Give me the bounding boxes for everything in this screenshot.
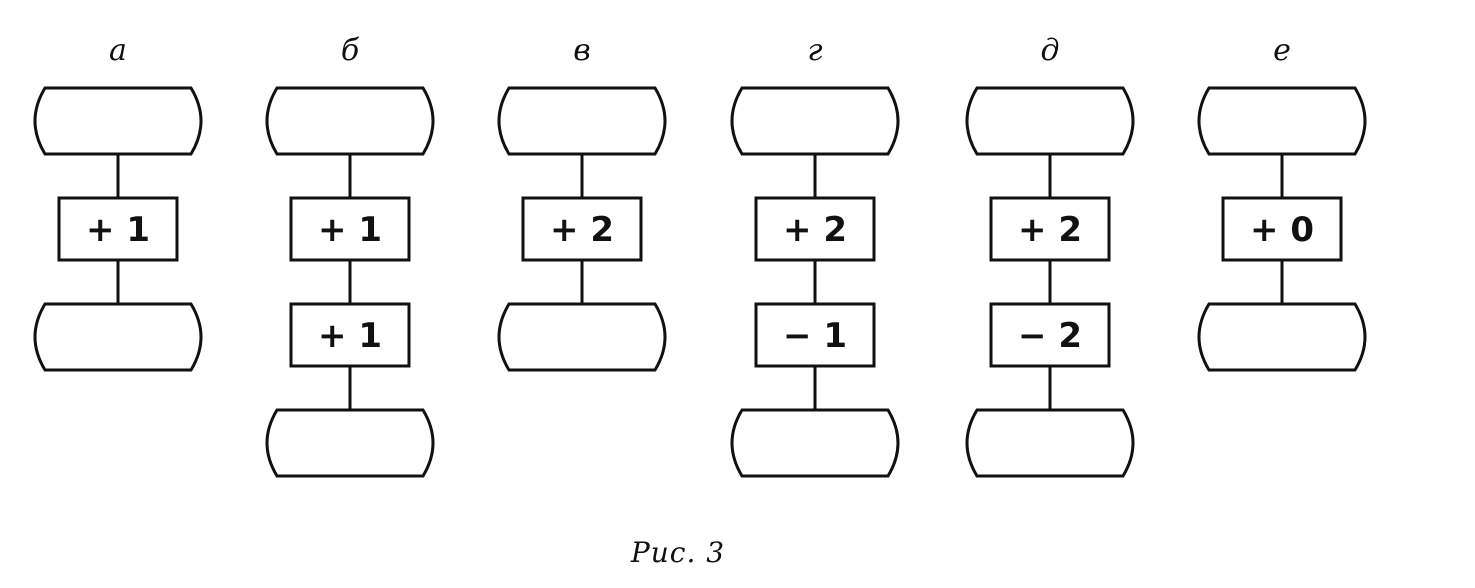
operation-label: + 2 (783, 210, 847, 250)
column-2: б + 1 + 1 (265, 33, 435, 478)
terminal-shape-bottom (1197, 302, 1367, 372)
operation-box (989, 196, 1111, 262)
terminal-shape-top (730, 86, 900, 156)
terminal-shape-bottom (33, 302, 203, 372)
operation-label: − 1 (783, 316, 847, 356)
operation-label: + 1 (86, 210, 150, 250)
operation-label: + 2 (1018, 210, 1082, 250)
operation-box (289, 302, 411, 368)
terminal-shape-top (497, 86, 667, 156)
operation-label: + 0 (1250, 210, 1314, 250)
column-5: д + 2 − 2 (965, 33, 1135, 478)
diagram-columns: а + 1 б + 1 + 1 в + 2 г + 2 − 1 д + 2 − 2 е + 0 (33, 33, 1367, 478)
figure-caption: Рис. 3 (630, 536, 725, 569)
terminal-shape-top (1197, 86, 1367, 156)
terminal-shape-bottom (497, 302, 667, 372)
column-letter: е (1273, 33, 1291, 68)
column-1: а + 1 (33, 33, 203, 372)
column-letter: в (573, 33, 590, 68)
operation-label: − 2 (1018, 316, 1082, 356)
terminal-shape-top (265, 86, 435, 156)
column-letter: г (807, 33, 822, 68)
column-letter: д (1040, 33, 1059, 68)
column-4: г + 2 − 1 (730, 33, 900, 478)
operation-box (1221, 196, 1343, 262)
terminal-shape-bottom (730, 408, 900, 478)
terminal-shape-top (965, 86, 1135, 156)
operation-label: + 2 (550, 210, 614, 250)
operation-box (289, 196, 411, 262)
terminal-shape-top (33, 86, 203, 156)
operation-label: + 1 (318, 316, 382, 356)
column-3: в + 2 (497, 33, 667, 372)
terminal-shape-bottom (965, 408, 1135, 478)
operation-label: + 1 (318, 210, 382, 250)
column-letter: а (109, 33, 127, 68)
terminal-shape-bottom (265, 408, 435, 478)
column-letter: б (341, 33, 360, 68)
column-6: е + 0 (1197, 33, 1367, 372)
